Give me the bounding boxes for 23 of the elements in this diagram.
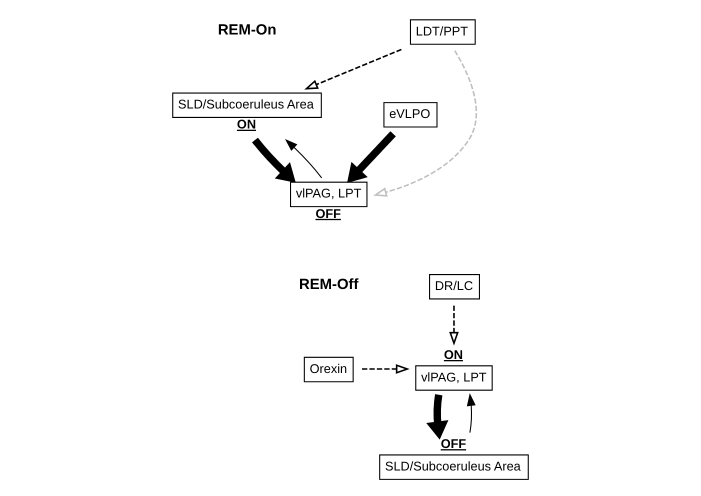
node-label: ON bbox=[236, 116, 256, 132]
node-box: SLD/Subcoeruleus Area bbox=[379, 454, 529, 480]
node-box: SLD/Subcoeruleus Area bbox=[172, 92, 322, 118]
arrow bbox=[362, 364, 410, 374]
node-box: vlPAG, LPT bbox=[290, 182, 368, 208]
arrow bbox=[449, 306, 459, 346]
node-box: Orexin bbox=[304, 356, 354, 382]
label: REM-Off bbox=[299, 277, 358, 294]
node-box: LDT/PPT bbox=[410, 19, 476, 45]
node-box: eVLPO bbox=[383, 102, 438, 128]
arrow bbox=[285, 138, 322, 178]
arrow bbox=[252, 138, 296, 183]
label: REM-On bbox=[218, 22, 276, 38]
arrow bbox=[466, 393, 476, 433]
arrow bbox=[373, 50, 478, 197]
arrow bbox=[304, 48, 402, 90]
node-label: OFF bbox=[440, 436, 466, 452]
node-box: vlPAG, LPT bbox=[415, 365, 493, 391]
node-box: DR/LC bbox=[429, 274, 480, 300]
arrow bbox=[426, 394, 448, 440]
node-label: OFF bbox=[315, 206, 341, 221]
node-label: ON bbox=[444, 347, 463, 362]
arrow bbox=[347, 131, 396, 183]
